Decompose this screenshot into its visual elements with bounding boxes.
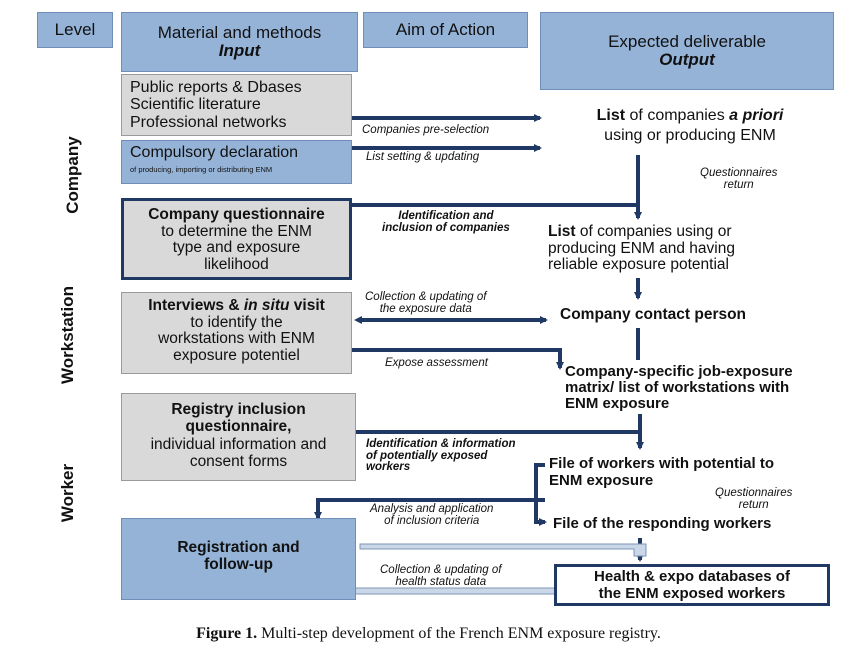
registry-line1: Registry inclusion — [171, 401, 306, 418]
arrow-expose — [352, 348, 564, 370]
arrow-file-bracket — [534, 463, 547, 526]
company-questionnaire-line1: to determine the ENM — [161, 222, 312, 240]
output-file-workers: File of workers with potential to ENM ex… — [549, 455, 839, 490]
arrow-health-in — [359, 543, 647, 557]
company-questionnaire-line3: likelihood — [204, 256, 269, 274]
output-file-workers-line1: File of workers with potential to — [549, 455, 775, 472]
interviews-title-a: Interviews & — [148, 297, 244, 314]
header-aim: Aim of Action — [363, 12, 528, 48]
output-questionnaires2-2: return — [738, 498, 769, 511]
action-identification-2: inclusion of companies — [382, 221, 510, 234]
output-questionnaires2-return: Questionnaires return — [715, 487, 793, 511]
output-list2-line1: List of companies using or — [548, 223, 778, 241]
action-analysis: Analysis and application of inclusion cr… — [370, 503, 494, 527]
source-professional-networks: Professional networks — [130, 113, 287, 131]
output-questionnaires-1: Questionnaires — [700, 167, 778, 179]
registry-line4: consent forms — [189, 453, 288, 471]
source-public-reports: Public reports & Dbases — [130, 79, 302, 96]
action-collection: Collection & updating of the exposure da… — [365, 291, 487, 315]
header-aim-label: Aim of Action — [395, 20, 496, 40]
interviews-box: Interviews & in situ visit to identify t… — [121, 292, 352, 374]
output-list1: List of companies a priori using or prod… — [545, 106, 835, 146]
action-idinfo-3: workers — [366, 461, 411, 473]
interviews-title: Interviews & in situ visit — [122, 297, 351, 315]
output-list1-c: a priori — [729, 107, 784, 124]
registry-box: Registry inclusion questionnaire, indivi… — [121, 393, 356, 481]
output-file-workers-line2: ENM exposure — [549, 471, 654, 489]
header-input-label: Input — [218, 41, 261, 60]
output-list2-line3: reliable exposure potential — [548, 256, 729, 274]
action-idinfo-2: of potentially exposed — [366, 449, 488, 462]
action-preselection: Companies pre-selection — [362, 124, 490, 136]
action-idinfo: Identification & information of potentia… — [366, 438, 516, 474]
interviews-line3: exposure potentiel — [173, 347, 300, 365]
output-list1-line1: List of companies a priori — [545, 106, 835, 126]
compulsory-sub: of producing, importing or distributing … — [130, 164, 273, 174]
registration-line2: follow-up — [204, 556, 273, 574]
output-list1-b: of companies — [625, 107, 730, 124]
output-contact-person: Company contact person — [560, 306, 747, 323]
header-level: Level — [37, 12, 113, 48]
output-matrix-line2: matrix/ list of workstations with — [565, 379, 790, 397]
action-health-collection-1: Collection & updating of — [380, 564, 502, 576]
output-list2-a: List — [548, 223, 576, 240]
compulsory-title: Compulsory declaration — [130, 144, 299, 161]
company-questionnaire-box: Company questionnaire to determine the E… — [121, 198, 352, 280]
output-list2: List of companies using or producing ENM… — [548, 223, 778, 274]
figure-caption-text: Multi-step development of the French ENM… — [257, 625, 661, 642]
output-list2-b: of companies using or — [575, 223, 732, 240]
output-list2-line2: producing ENM and having — [548, 239, 735, 257]
header-output-label: Output — [659, 50, 715, 69]
header-material-label: Material and methods — [157, 23, 322, 43]
company-questionnaire-title: Company questionnaire — [148, 206, 325, 223]
interviews-title-b: in situ — [243, 297, 290, 314]
health-databases-line1: Health & expo databases of — [594, 568, 790, 585]
registration-box: Registration and follow-up — [121, 518, 356, 600]
output-responding-workers: File of the responding workers — [553, 515, 772, 532]
interviews-line2: workstations with ENM — [158, 330, 315, 348]
output-questionnaires-return: Questionnaires return — [700, 167, 778, 191]
action-expose: Expose assessment — [385, 357, 488, 369]
source-scientific-literature: Scientific literature — [130, 96, 261, 114]
compulsory-box: Compulsory declaration of producing, imp… — [121, 140, 352, 184]
header-level-label: Level — [54, 20, 96, 40]
action-identification: Identification and inclusion of companie… — [382, 210, 510, 234]
output-questionnaires2-1: Questionnaires — [715, 487, 793, 499]
company-questionnaire-line2: type and exposure — [172, 239, 301, 257]
output-matrix: Company-specific job-exposure matrix/ li… — [565, 363, 835, 413]
figure-caption: Figure 1. Multi-step development of the … — [0, 625, 857, 643]
arrow-analysis — [314, 498, 545, 520]
registration-line1: Registration and — [177, 539, 300, 556]
action-health-collection-2: health status data — [395, 575, 487, 588]
registry-line3: individual information and — [150, 435, 327, 453]
output-list1-line2: using or producing ENM — [604, 127, 776, 144]
interviews-line1: to identify the — [190, 313, 283, 331]
action-analysis-2: of inclusion criteria — [384, 514, 480, 527]
health-databases-line2: the ENM exposed workers — [598, 584, 786, 602]
output-questionnaires-2: return — [723, 178, 754, 191]
action-health-collection: Collection & updating of health status d… — [380, 564, 502, 588]
sources-box: Public reports & Dbases Scientific liter… — [121, 74, 352, 136]
action-list-setting: List setting & updating — [366, 151, 480, 163]
output-list1-a: List — [596, 107, 626, 124]
interviews-title-c: visit — [289, 297, 325, 314]
action-collection-1: Collection & updating of — [365, 291, 487, 303]
action-identification-1: Identification and — [398, 210, 494, 222]
output-matrix-line3: ENM exposure — [565, 395, 670, 413]
registry-line2: questionnaire, — [185, 418, 292, 436]
action-analysis-1: Analysis and application — [370, 503, 494, 515]
header-expected-label: Expected deliverable — [608, 32, 766, 52]
action-collection-2: the exposure data — [379, 302, 472, 315]
figure-caption-label: Figure 1. — [196, 625, 258, 642]
action-idinfo-1: Identification & information — [366, 438, 516, 450]
health-databases-box: Health & expo databases of the ENM expos… — [554, 564, 830, 606]
output-matrix-line1: Company-specific job-exposure — [565, 363, 793, 380]
